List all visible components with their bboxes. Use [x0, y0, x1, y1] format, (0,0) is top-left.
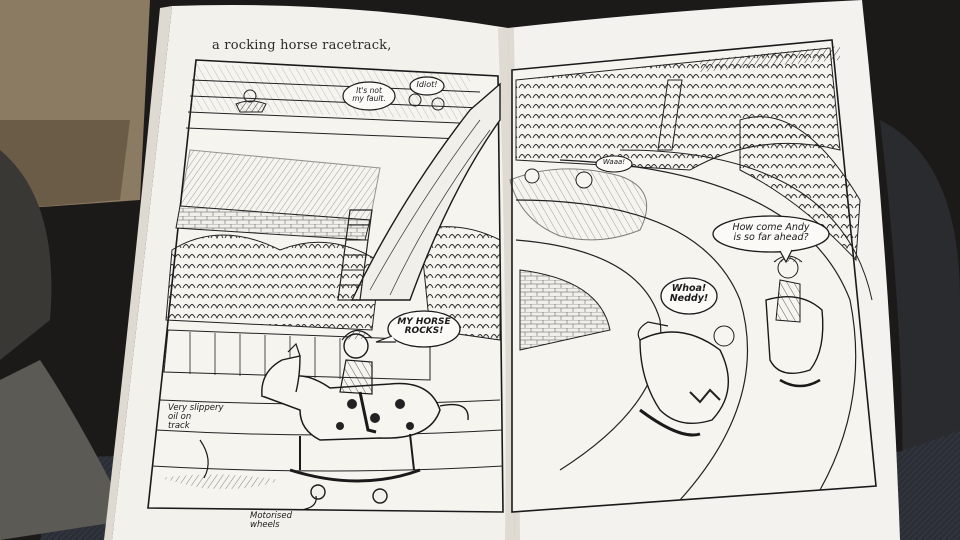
box-left-shade: [0, 120, 130, 210]
rocking-horse-andy: [260, 329, 469, 504]
lap-right: [880, 120, 960, 540]
speech-not-my-fault: It's not my fault.: [352, 86, 386, 103]
left-illustration: [147, 59, 504, 513]
speech-bubbles: [342, 76, 830, 348]
page-caption: a rocking horse racetrack,: [212, 38, 392, 53]
oil-arrow: [199, 439, 209, 479]
page-edges-left: [104, 6, 172, 540]
speech-idiot: Idiot!: [416, 80, 438, 89]
note-motorised-wheels: Motorised wheels: [250, 511, 292, 530]
chair-left: [0, 150, 52, 360]
bubble-not-my-fault: [342, 81, 396, 111]
speech-waaa: Waaa!: [602, 158, 626, 166]
bubble-my-horse-rocks: [387, 310, 461, 348]
note-slippery-oil: Very slippery oil on track: [168, 403, 224, 431]
speech-my-horse-rocks: MY HORSE ROCKS!: [397, 317, 451, 337]
speech-whoa-neddy: Whoa! Neddy!: [669, 283, 709, 304]
right-illustration: [509, 39, 877, 513]
bubble-whoa-neddy: [660, 277, 718, 315]
leg-left-edge: [0, 360, 130, 540]
speech-how-come: How come Andy is so far ahead?: [732, 222, 810, 243]
bubble-waaa: [595, 155, 633, 173]
bubble-idiot: [409, 76, 445, 96]
bubble-how-come: [712, 215, 830, 253]
wheels-arrow: [299, 495, 317, 511]
